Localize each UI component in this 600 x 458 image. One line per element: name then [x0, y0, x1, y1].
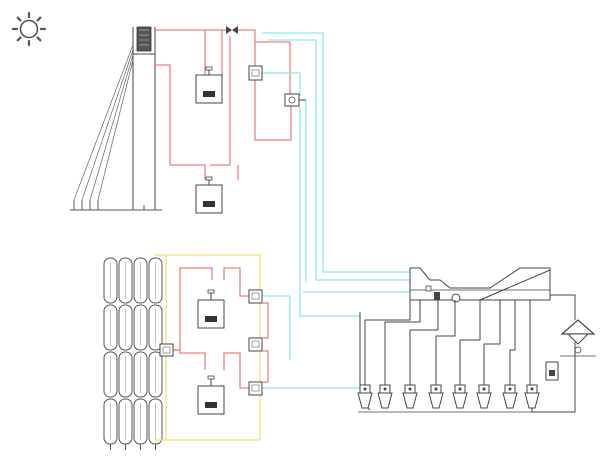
sun-icon: [11, 11, 47, 47]
separator-unit: [452, 384, 468, 409]
separator-unit: [428, 384, 444, 409]
small-tank: [545, 361, 559, 381]
separator-unit: [377, 384, 393, 409]
cyan-piping: [262, 32, 410, 389]
pump-icon: [284, 93, 306, 107]
header-vessel: [409, 267, 551, 303]
valve-icon: [226, 26, 238, 34]
junction-box: [248, 337, 263, 352]
separator-unit: [357, 384, 373, 409]
separator-unit: [476, 384, 492, 409]
solar-panel-array: [103, 257, 163, 450]
junction-box: [248, 381, 263, 396]
upper-red-piping: [155, 29, 292, 180]
ground-anchors: [70, 200, 162, 211]
junction-box: [159, 343, 174, 357]
junction-box: [248, 289, 263, 304]
lower-tank-1: [197, 289, 225, 329]
red-links: [262, 302, 269, 383]
separator-row: [357, 384, 540, 413]
manifold-lines: [359, 294, 576, 413]
junction-box: [248, 65, 263, 81]
separator-unit: [402, 384, 418, 409]
lower-tank-2: [197, 375, 225, 415]
upper-tank-2: [195, 176, 223, 214]
cooling-tower: [70, 26, 162, 211]
lower-red-piping: [172, 267, 249, 389]
separator-unit: [524, 384, 540, 409]
funnel-icon: [560, 319, 596, 357]
guy-wires: [73, 44, 134, 201]
upper-tank-1: [195, 66, 223, 104]
separator-unit: [502, 384, 518, 409]
